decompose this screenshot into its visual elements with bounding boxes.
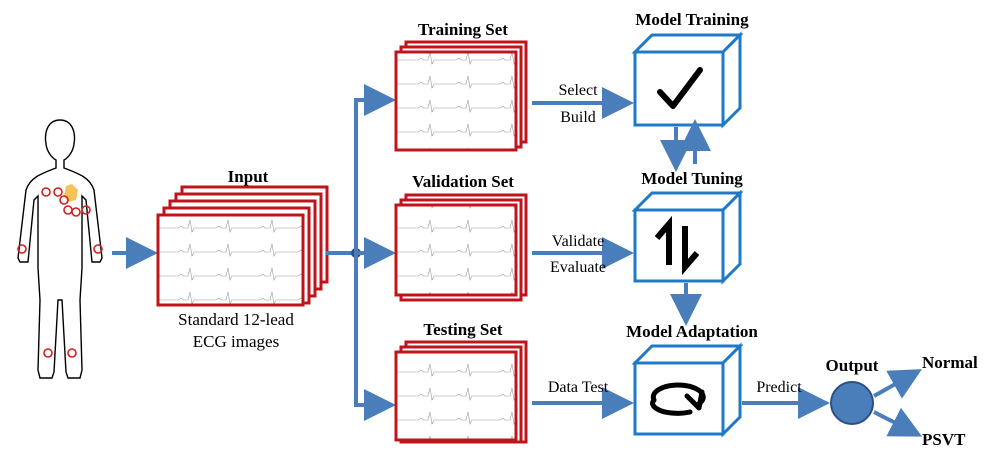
model-training-cube (631, 31, 744, 129)
validation-set-title: Validation Set (412, 172, 514, 191)
arrow-output-to-psvt (873, 407, 923, 437)
ecg-image (156, 213, 305, 307)
input-ecg-stack (156, 185, 329, 307)
edge-label-validate: Validate (552, 233, 604, 250)
validation-set-stack (394, 193, 528, 302)
edge-label-build: Build (560, 109, 596, 126)
edge-label-select: Select (558, 82, 598, 99)
model-training-title: Model Training (635, 10, 749, 29)
checkmark-icon (657, 67, 703, 109)
cycle-arrow-icon (650, 382, 706, 416)
split-connector (326, 84, 396, 421)
input-title: Input (228, 167, 269, 186)
training-set-title: Training Set (418, 20, 508, 39)
class-psvt: PSVT (922, 430, 966, 449)
input-caption-line1: Standard 12-lead (178, 310, 294, 329)
testing-set-title: Testing Set (423, 320, 503, 339)
edge-label-predict: Predict (756, 379, 802, 396)
edge-label-evaluate: Evaluate (550, 259, 606, 276)
model-tuning-title: Model Tuning (641, 169, 743, 188)
model-adaptation-cube (631, 342, 744, 438)
arrow-output-to-normal (873, 369, 922, 399)
testing-set-stack (394, 340, 528, 444)
input-caption-line2: ECG images (193, 332, 279, 351)
output-node (830, 381, 874, 425)
output-title: Output (826, 356, 879, 375)
class-normal: Normal (922, 353, 978, 372)
model-tuning-cube (631, 189, 744, 285)
model-adaptation-title: Model Adaptation (626, 322, 758, 341)
up-down-arrows-icon (654, 215, 700, 276)
training-set-stack (394, 40, 528, 152)
human-body-electrode-icon (17, 119, 103, 379)
edge-label-data-test: Data Test (548, 379, 609, 396)
